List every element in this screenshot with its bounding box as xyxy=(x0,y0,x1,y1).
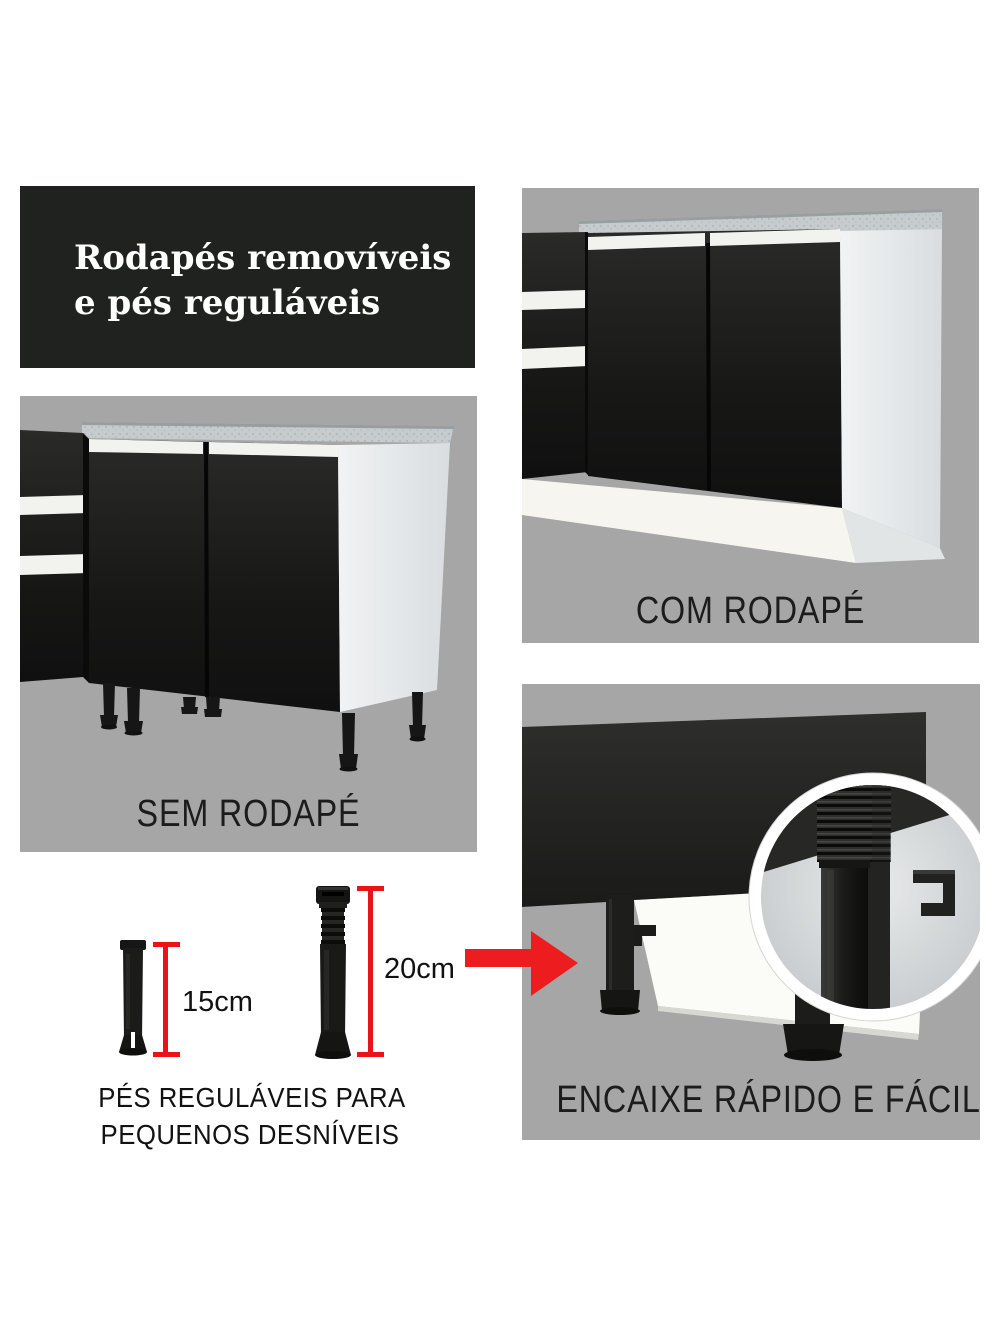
drawer-unit xyxy=(20,430,88,682)
panel-com-rodape: COM RODAPÉ xyxy=(522,188,979,643)
tall-foot xyxy=(315,886,351,1059)
cabinet-legs xyxy=(100,683,426,772)
feet-caption: PÉS REGULÁVEIS PARA PEQUENOS DESNÍVEIS xyxy=(98,1079,406,1153)
feet-caption-line-2: PEQUENOS DESNÍVEIS xyxy=(100,1119,400,1150)
feet-caption-line-1: PÉS REGULÁVEIS PARA xyxy=(98,1082,406,1113)
panel-encaixe: ENCAIXE RÁPIDO E FÁCIL xyxy=(522,684,980,1140)
measure-20cm xyxy=(357,886,384,1057)
label-com-rodape: COM RODAPÉ xyxy=(635,590,866,632)
measure-15cm xyxy=(153,942,180,1057)
title-line-1: Rodapés removíveis xyxy=(74,238,452,278)
cabinet-side-panel xyxy=(338,443,450,712)
cabinet-with-plinth-image xyxy=(522,209,945,563)
foot-height-15cm-label: 15cm xyxy=(182,986,253,1018)
cabinet-with-legs-image xyxy=(20,422,454,772)
front-leg xyxy=(600,895,656,1015)
red-arrow-right-icon xyxy=(465,931,578,996)
label-sem-rodape: SEM RODAPÉ xyxy=(136,793,361,835)
cabinet-doors xyxy=(588,229,842,508)
short-foot xyxy=(119,940,147,1056)
adjustable-feet-image xyxy=(119,886,384,1059)
cabinet-side-panel xyxy=(840,229,942,548)
cabinet-gap-shadow xyxy=(83,433,89,683)
cabinet-doors xyxy=(89,439,340,712)
label-encaixe: ENCAIXE RÁPIDO E FÁCIL xyxy=(556,1079,981,1121)
leg-attachment-detail-image xyxy=(522,712,980,1061)
magnifier-circle xyxy=(748,772,980,1022)
countertop xyxy=(82,422,454,443)
title-box: Rodapés removíveis e pés reguláveis xyxy=(20,186,475,368)
leg-clip-bracket xyxy=(913,870,955,916)
countertop xyxy=(579,209,942,237)
plinth-base xyxy=(522,479,945,563)
panel-sem-rodape: SEM RODAPÉ xyxy=(20,396,477,852)
drawer-unit xyxy=(522,232,588,479)
foot-height-20cm-label: 20cm xyxy=(384,953,455,985)
title-line-2: e pés reguláveis xyxy=(74,283,381,323)
